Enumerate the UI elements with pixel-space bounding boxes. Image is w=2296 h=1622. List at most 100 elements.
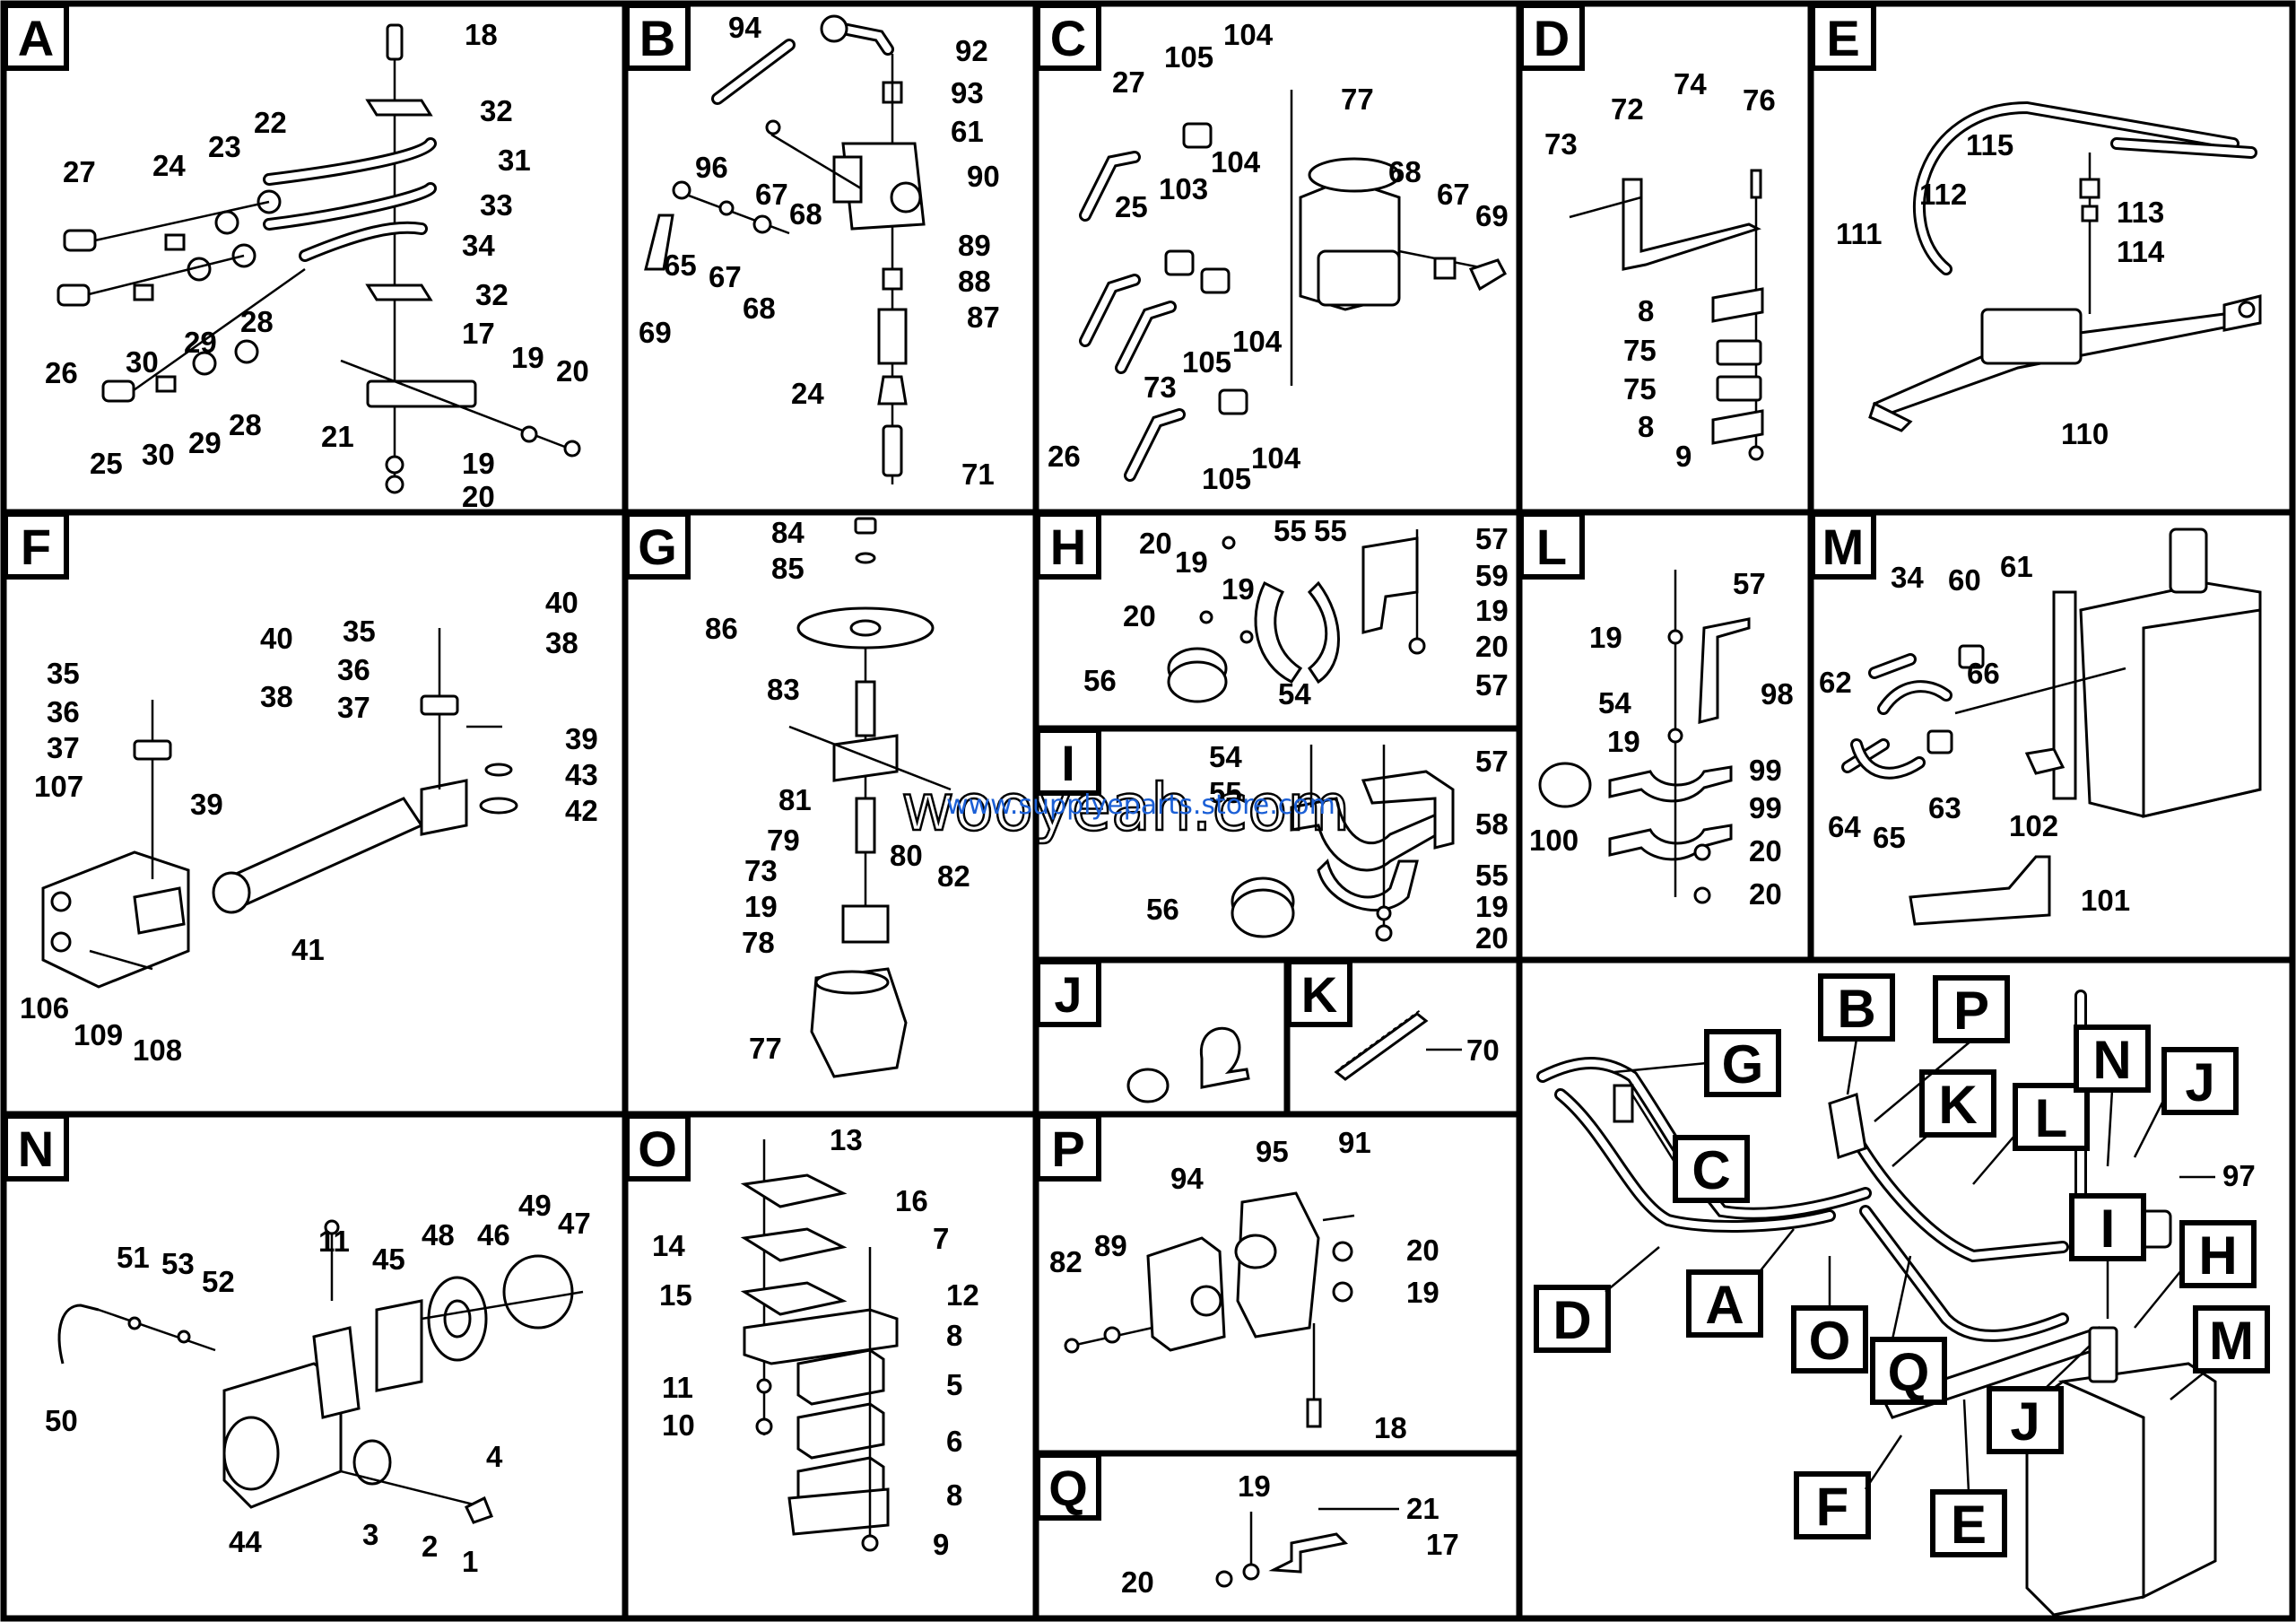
callout: 91	[1338, 1126, 1371, 1159]
callout: 12	[946, 1278, 979, 1312]
key-d[interactable]: D	[1534, 1285, 1611, 1353]
key-k[interactable]: K	[1919, 1069, 1996, 1138]
callout: 62	[1819, 666, 1852, 699]
key-b[interactable]: B	[1818, 973, 1895, 1042]
callout: 65	[664, 249, 697, 282]
callout: 77	[1341, 83, 1374, 116]
key-i[interactable]: I	[2069, 1193, 2146, 1261]
callout: 56	[1146, 893, 1179, 926]
callout: 8	[1638, 410, 1654, 443]
key-letter: J	[2185, 1052, 2214, 1112]
callout: 20	[462, 480, 495, 513]
callout: 7	[933, 1222, 949, 1255]
panel-o-callouts: 13 16 7 14 12 15 8 5 11 10 6 8 9	[652, 1123, 979, 1561]
panel-label-d: D	[1518, 3, 1585, 71]
key-letter: I	[2100, 1199, 2116, 1259]
key-m[interactable]: M	[2193, 1305, 2270, 1373]
callout: 63	[1928, 791, 1961, 824]
panel-label-b: B	[624, 3, 691, 71]
callout: 54	[1278, 677, 1311, 711]
panel-label-f: F	[3, 511, 69, 580]
callout: 52	[202, 1265, 235, 1298]
callout: 60	[1948, 563, 1981, 597]
callout: 36	[47, 695, 80, 728]
key-e[interactable]: E	[1930, 1489, 2007, 1557]
callout: 30	[126, 345, 159, 379]
callout: 44	[229, 1525, 262, 1558]
callout: 21	[1406, 1492, 1439, 1525]
callout: 75	[1623, 372, 1657, 406]
callout: 68	[743, 292, 776, 325]
callout: 46	[477, 1218, 510, 1251]
callout: 67	[755, 178, 788, 211]
panel-e-callouts: 115 112 113 111 114 110	[1836, 128, 2165, 450]
key-h[interactable]: H	[2179, 1220, 2257, 1288]
panel-letter: I	[1061, 735, 1075, 791]
panel-q-drawing	[1215, 1507, 1399, 1588]
callout: 88	[958, 265, 991, 298]
key-j-bottom[interactable]: J	[1987, 1386, 2064, 1454]
key-a[interactable]: A	[1686, 1269, 1763, 1338]
callout: 17	[462, 317, 495, 350]
callout: 16	[895, 1184, 928, 1217]
callout: 41	[291, 933, 325, 966]
callout: 82	[1049, 1245, 1083, 1278]
callout: 54	[1209, 740, 1242, 773]
panel-letter: M	[1822, 519, 1865, 575]
panel-label-e: E	[1810, 3, 1876, 71]
callout: 38	[545, 626, 578, 659]
callout: 28	[229, 408, 262, 441]
callout: 20	[1475, 921, 1509, 955]
callout: 66	[1967, 657, 2000, 690]
panel-label-g: G	[624, 511, 691, 580]
callout: 1	[462, 1545, 478, 1578]
callout: 111	[1836, 217, 1882, 250]
callout: 19	[1607, 725, 1640, 758]
callout: 68	[789, 197, 822, 231]
overview-leaders	[1605, 1038, 2215, 1493]
panel-l-drawing	[1538, 570, 1751, 904]
callout: 68	[1388, 155, 1422, 188]
callout: 38	[260, 680, 293, 713]
callout: 99	[1749, 754, 1782, 787]
callout: 42	[565, 794, 598, 827]
callout: 58	[1475, 807, 1509, 841]
callout: 20	[1475, 630, 1509, 663]
key-l[interactable]: L	[2013, 1083, 2090, 1151]
panel-q-callouts: 19 21 17 20	[1121, 1469, 1459, 1599]
callout: 21	[321, 420, 354, 453]
callout: 19	[1222, 572, 1255, 606]
panel-letter: F	[21, 519, 51, 575]
key-n[interactable]: N	[2074, 1025, 2151, 1093]
panel-h-drawing	[1167, 529, 1426, 703]
key-g[interactable]: G	[1704, 1029, 1781, 1097]
panel-label-k: K	[1286, 959, 1352, 1027]
callout: 33	[480, 188, 513, 222]
key-o[interactable]: O	[1791, 1305, 1868, 1373]
panel-g-drawing	[788, 517, 952, 1078]
key-q[interactable]: Q	[1870, 1337, 1947, 1405]
callout: 32	[475, 278, 509, 311]
callout: 98	[1761, 677, 1794, 711]
key-j-top[interactable]: J	[2161, 1047, 2239, 1115]
callout: 76	[1743, 83, 1776, 117]
callout: 110	[2061, 417, 2109, 450]
key-p[interactable]: P	[1933, 975, 2010, 1043]
callout: 67	[709, 260, 742, 293]
key-letter: B	[1837, 979, 1875, 1039]
key-letter: G	[1722, 1034, 1764, 1094]
callout: 20	[1123, 599, 1156, 632]
key-c[interactable]: C	[1673, 1135, 1750, 1203]
panel-label-j: J	[1035, 959, 1101, 1027]
panel-g-callouts: 84 85 86 83 81 79 80 82 73 19 78 77	[705, 516, 970, 1065]
callout: 27	[63, 155, 96, 188]
panel-e-drawing	[1868, 100, 2262, 432]
panel-label-i: I	[1035, 728, 1101, 796]
panel-j-drawing	[1126, 1026, 1250, 1103]
callout: 11	[662, 1371, 693, 1404]
callout: 48	[422, 1218, 455, 1251]
callout: 84	[771, 516, 804, 549]
key-f[interactable]: F	[1794, 1471, 1871, 1539]
callout: 20	[1749, 834, 1782, 868]
panel-k-callouts: 70	[1466, 1033, 1500, 1067]
